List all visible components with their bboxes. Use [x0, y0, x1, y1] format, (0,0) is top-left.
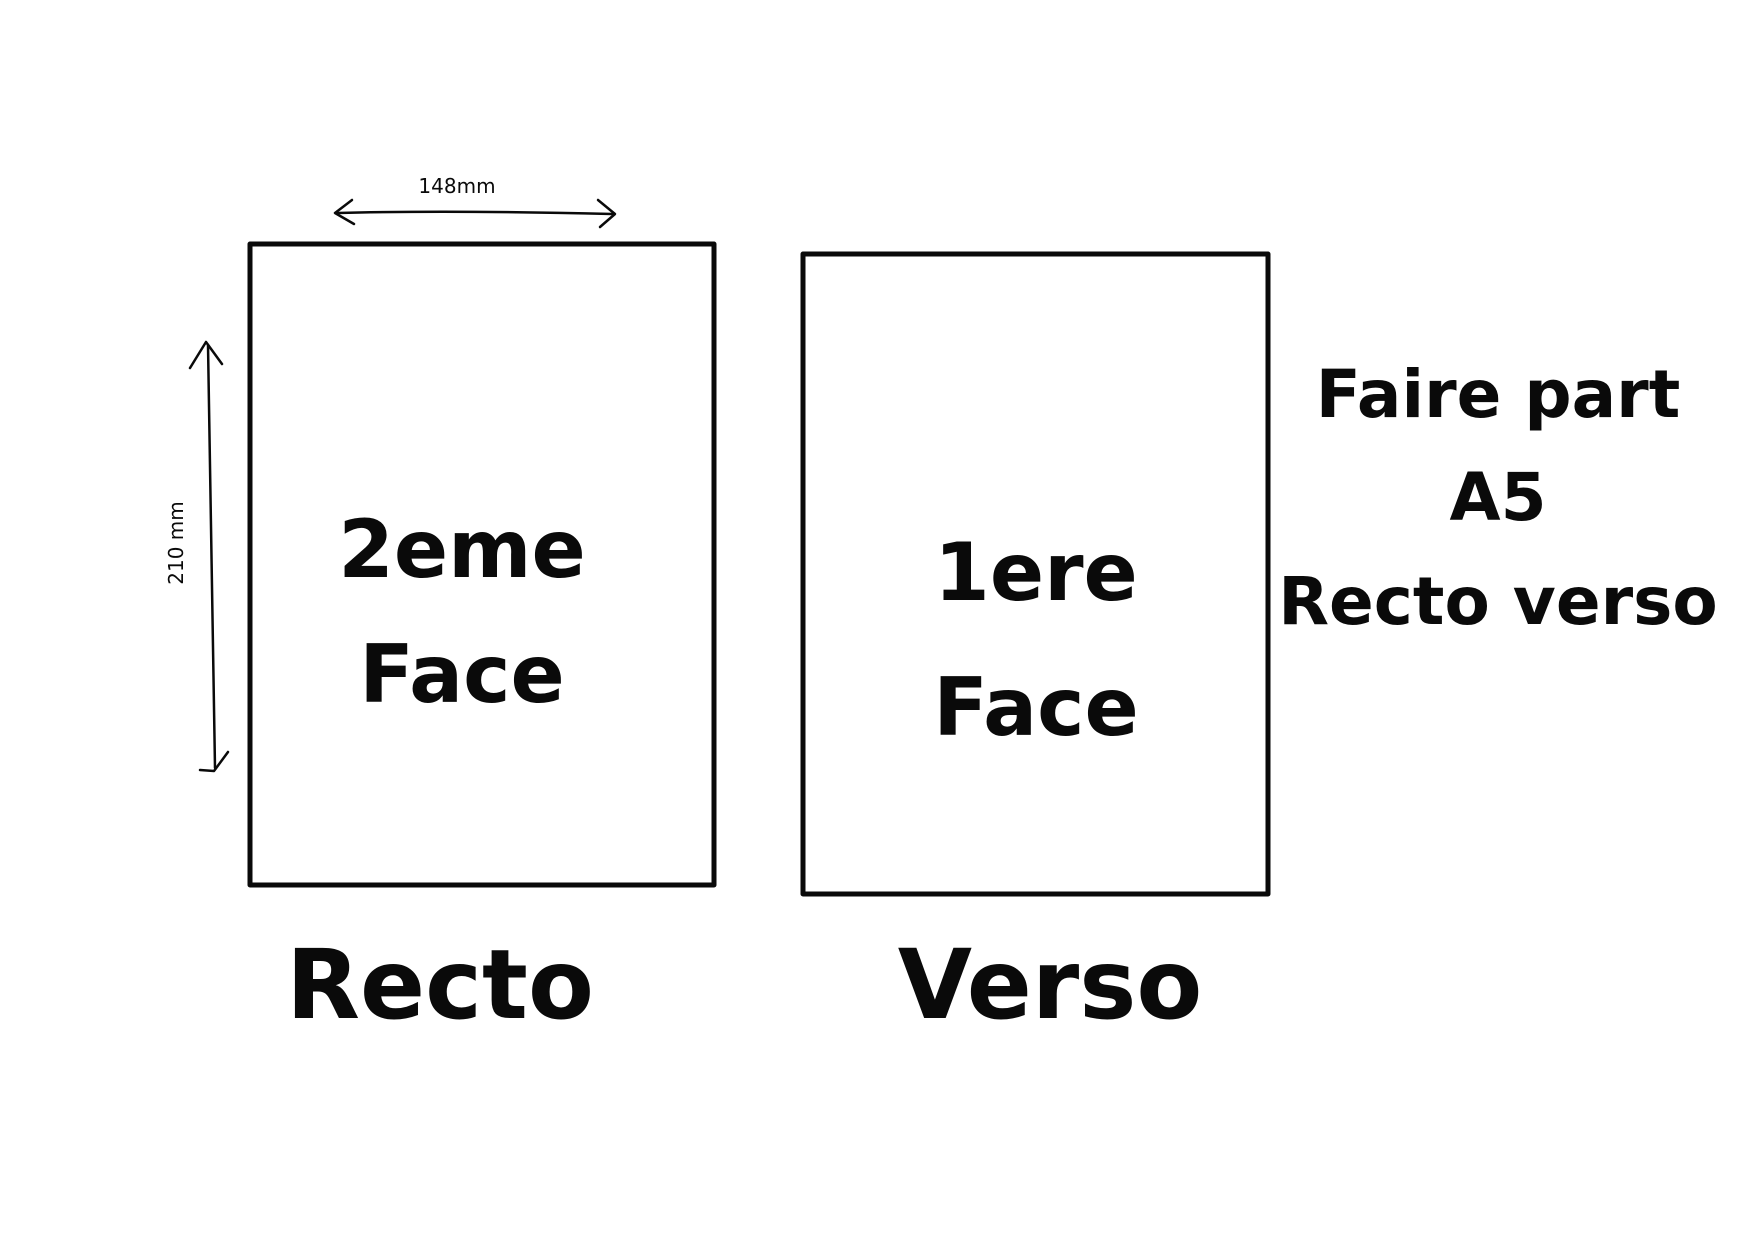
verso-caption: Verso: [898, 929, 1203, 1041]
width-arrow-left-head: [333, 198, 356, 226]
format-info: Faire part A5 Recto verso: [1278, 356, 1718, 640]
width-dimension: 148mm: [333, 174, 617, 229]
format-info-line2: A5: [1449, 459, 1546, 536]
verso-card: 1ere Face: [800, 251, 1271, 897]
recto-caption: Recto: [286, 929, 594, 1041]
height-arrow-top-head: [188, 340, 224, 370]
height-dimension: 210 mm: [164, 340, 230, 773]
recto-card-border: [247, 241, 717, 888]
recto-card-line1: 2eme: [338, 503, 586, 596]
format-info-line1: Faire part: [1316, 356, 1681, 433]
height-arrow-bottom-head: [198, 750, 230, 773]
verso-card-line2: Face: [933, 661, 1139, 754]
width-arrow-line: [336, 210, 614, 216]
width-label: 148mm: [418, 174, 495, 198]
height-label: 210 mm: [164, 501, 188, 585]
verso-card-border: [800, 251, 1271, 897]
height-arrow-line: [206, 343, 217, 770]
recto-card-line2: Face: [359, 628, 565, 721]
width-arrow-right-head: [596, 198, 617, 229]
recto-card: 2eme Face: [247, 241, 717, 888]
verso-card-line1: 1ere: [934, 526, 1138, 619]
format-info-line3: Recto verso: [1278, 563, 1718, 640]
